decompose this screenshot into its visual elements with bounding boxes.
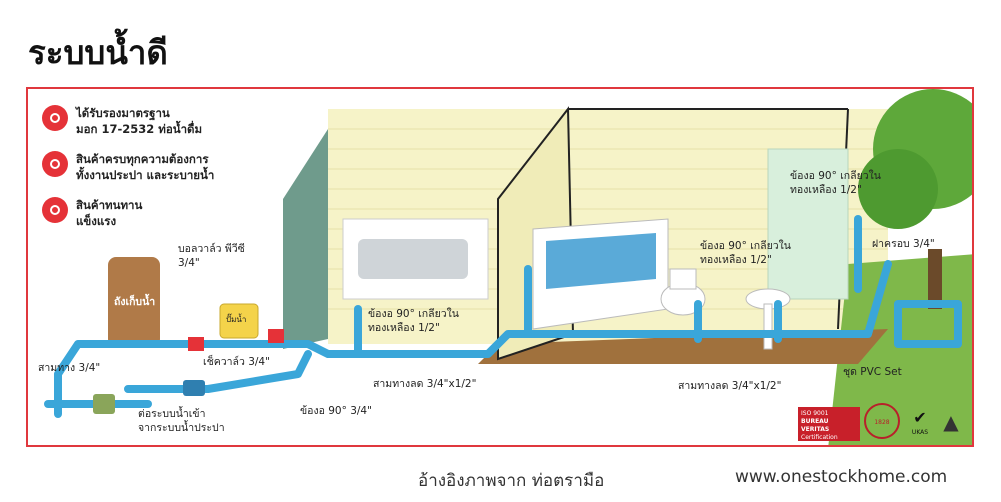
ball-valve-icon xyxy=(188,337,204,351)
label-pvc-set: ชุด PVC Set xyxy=(843,366,902,378)
diagram-frame: ได้รับรองมาตรฐาน มอก 17-2532 ท่อน้ำดื่ม … xyxy=(26,87,974,447)
label-elbow-brass-door: ข้องอ 90° เกลียวใน ทองเหลือง 1/2" xyxy=(790,170,881,196)
ball-valve-icon-2 xyxy=(268,329,284,343)
bv-name: BUREAU VERITAS xyxy=(801,418,830,433)
label-tee-34: สามทาง 3/4" xyxy=(38,362,101,374)
plumbing-illustration xyxy=(44,89,972,445)
sink-basin xyxy=(358,239,468,279)
certified-icon xyxy=(42,105,68,131)
bv-cert: Certification xyxy=(801,434,838,441)
label-pump: ปั๊มน้ำ xyxy=(226,315,247,324)
ukas-text: UKAS xyxy=(911,429,929,436)
label-elbow-34: ข้องอ 90° 3/4" xyxy=(300,405,372,417)
water-tank xyxy=(108,257,160,347)
feature-complete: สินค้าครบทุกความต้องการ ทั้งงานประปา และ… xyxy=(42,151,214,183)
door xyxy=(767,148,849,300)
label-elbow-brass-sink: ข้องอ 90° เกลียวใน ทองเหลือง 1/2" xyxy=(368,308,459,334)
check-icon: ✔ xyxy=(913,408,927,427)
target-icon xyxy=(42,151,68,177)
label-reducer-tee-2: สามทางลด 3/4"x1/2" xyxy=(678,380,782,392)
feature-text: ได้รับรองมาตรฐาน มอก 17-2532 ท่อน้ำดื่ม xyxy=(76,106,203,136)
feature-text: สินค้าครบทุกความต้องการ ทั้งงานประปา และ… xyxy=(76,152,215,182)
tisi-logo-icon: ▲ xyxy=(943,410,959,434)
tree-trunk xyxy=(928,249,942,309)
label-ball-valve: บอลวาล์ว พีวีซี 3/4" xyxy=(178,243,245,269)
label-inlet: ต่อระบบน้ำเข้า จากระบบน้ำประปา xyxy=(138,408,225,434)
molecule-icon xyxy=(42,197,68,223)
bathtub-water xyxy=(546,233,656,289)
bv-year: 1828 xyxy=(874,419,890,426)
water-pipes xyxy=(44,215,962,418)
source-credit: อ้างอิงภาพจาก ท่อตรามือ xyxy=(418,471,605,491)
feature-text: สินค้าทนทาน แข็งแรง xyxy=(76,198,143,228)
check-valve-icon xyxy=(183,380,205,396)
bureau-veritas-seal: 1828 xyxy=(864,403,900,439)
label-elbow-brass-toilet: ข้องอ 90° เกลียวใน ทองเหลือง 1/2" xyxy=(700,240,791,266)
feature-durable: สินค้าทนทาน แข็งแรง xyxy=(42,197,142,229)
bv-iso: ISO 9001 xyxy=(801,410,829,417)
water-pump xyxy=(219,303,259,339)
page-title: ระบบน้ำดี xyxy=(28,33,168,72)
label-check-valve: เช็ควาล์ว 3/4" xyxy=(203,356,270,368)
water-meter-icon xyxy=(93,394,115,414)
label-tank: ถังเก็บน้ำ xyxy=(114,296,156,308)
feature-certified: ได้รับรองมาตรฐาน มอก 17-2532 ท่อน้ำดื่ม xyxy=(42,105,202,137)
label-reducer-tee-1: สามทางลด 3/4"x1/2" xyxy=(373,378,477,390)
ukas-badge: ✔ UKAS xyxy=(906,407,934,441)
label-end-cap: ฝาครอบ 3/4" xyxy=(872,238,935,250)
bureau-veritas-badge: ISO 9001 BUREAU VERITAS Certification xyxy=(798,407,860,441)
partition-wall-1 xyxy=(283,129,328,349)
website-link[interactable]: www.onestockhome.com xyxy=(735,467,948,487)
